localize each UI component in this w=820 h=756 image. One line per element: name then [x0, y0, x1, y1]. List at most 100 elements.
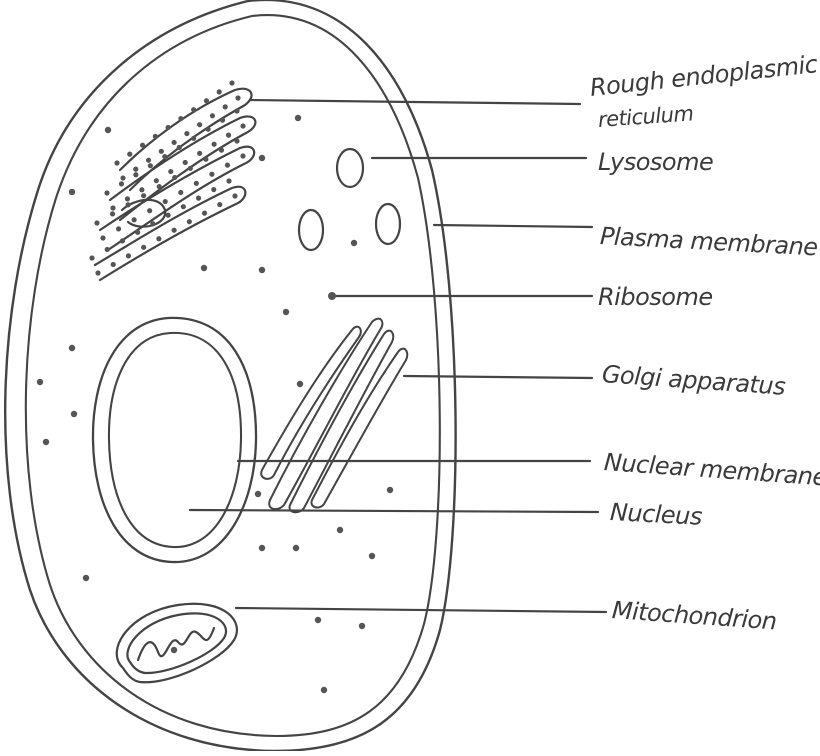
er-ribosome-dot	[133, 167, 138, 172]
er-ribosome-dot	[111, 262, 116, 267]
ribosome-dot	[369, 553, 375, 559]
ribosome-dot	[321, 687, 327, 693]
er-ribosome-dot	[178, 190, 183, 195]
ribosome-dot	[171, 647, 177, 653]
er-ribosome-dot	[153, 134, 158, 139]
er-ribosome-dot	[178, 116, 183, 121]
ribosome-dot	[297, 381, 303, 387]
ribosome-dot	[359, 623, 365, 629]
ribosome-dot	[387, 487, 393, 493]
er-ribosome-dot	[147, 208, 152, 213]
er-ribosome-dot	[95, 270, 100, 275]
er-ribosome-dot	[184, 131, 189, 136]
er-ribosome-dot	[217, 89, 222, 94]
ribosome-dot	[283, 309, 289, 315]
er-ribosome-dot	[197, 151, 202, 156]
er-ribosome-dot	[139, 187, 144, 192]
line-golgi	[404, 376, 592, 378]
ribosome-dot	[83, 575, 89, 581]
er-ribosome-dot	[100, 235, 105, 240]
er-ribosome-dot	[202, 211, 207, 216]
er-ribosome-dot	[211, 187, 216, 192]
ribosome-dot	[43, 439, 49, 445]
ribosome-dot	[259, 267, 265, 273]
ribosome-dot	[259, 545, 265, 551]
label-lysosome: Lysosome	[598, 150, 713, 174]
ribosome-pointer-dot	[328, 292, 336, 300]
er-ribosome-dot	[206, 127, 211, 132]
er-ribosome-dot	[209, 172, 214, 177]
er-ribosome-dot	[229, 80, 234, 85]
er-ribosome-dot	[141, 193, 146, 198]
er-ribosome-dot	[110, 205, 115, 210]
er-ribosome-dot	[89, 255, 94, 260]
er-ribosome-dot	[127, 152, 132, 157]
label-ribosome: Ribosome	[598, 285, 713, 309]
er-ribosome-dot	[240, 123, 245, 128]
mitochondrion	[117, 604, 237, 682]
nuclear-membrane-outer	[93, 318, 256, 562]
lysosome-1	[337, 149, 363, 187]
er-ribosome-dot	[162, 154, 167, 159]
golgi-apparatus	[261, 319, 407, 513]
er-ribosome-dot	[212, 142, 217, 147]
label-nucleus: Nucleus	[609, 500, 702, 529]
lysosome-2	[299, 210, 323, 250]
er-ribosome-dot	[126, 253, 131, 258]
ribosome-dot	[105, 127, 111, 133]
er-ribosome-dot	[119, 181, 124, 186]
ribosome-dot	[255, 491, 261, 497]
ribosome-dot	[201, 265, 207, 271]
ribosome-dot	[315, 617, 321, 623]
ribosome-dot	[351, 240, 357, 246]
er-ribosome-dot	[204, 98, 209, 103]
er-ribosome-dot	[197, 122, 202, 127]
er-ribosome-dot	[120, 238, 125, 243]
er-ribosome-dot	[226, 133, 231, 138]
er-ribosome-dot	[133, 172, 138, 177]
er-ribosome-dot	[177, 145, 182, 150]
line-nucleus	[190, 510, 598, 512]
er-ribosome-dot	[159, 149, 164, 154]
er-ribosome-dot	[191, 107, 196, 112]
lysosome-3	[376, 204, 400, 244]
er-ribosome-dot	[219, 148, 224, 153]
er-ribosome-dot	[150, 221, 155, 226]
er-ribosome-dot	[172, 228, 177, 233]
er-ribosome-dot	[94, 220, 99, 225]
ribosome-dot	[71, 411, 77, 417]
er-ribosome-dot	[116, 226, 121, 231]
plasma-membrane-inner	[26, 15, 440, 736]
er-ribosome-dot	[223, 104, 228, 109]
er-ribosome-dot	[226, 178, 231, 183]
er-ribosome-dot	[120, 175, 125, 180]
ribosome-dot	[37, 379, 43, 385]
er-ribosome-dot	[154, 178, 159, 183]
er-ribosome-dot	[217, 202, 222, 207]
er-ribosome-dot	[235, 95, 240, 100]
er-ribosome-dot	[105, 247, 110, 252]
ribosome-dot	[69, 345, 75, 351]
er-ribosome-dot	[234, 108, 239, 113]
er-ribosome-dot	[148, 163, 153, 168]
er-ribosome-dot	[140, 143, 145, 148]
er-ribosome-dot	[166, 213, 171, 218]
er-ribosome-dot	[181, 204, 186, 209]
er-ribosome-dot	[172, 175, 177, 180]
er-ribosome-dot	[172, 140, 177, 145]
er-ribosome-dot	[132, 217, 137, 222]
ribosome-dot	[295, 115, 301, 121]
er-ribosome-dot	[234, 138, 239, 143]
er-ribosome-dot	[188, 166, 193, 171]
ribosome-dot	[293, 545, 299, 551]
er-ribosome-dot	[114, 160, 119, 165]
ribosome-dot	[337, 527, 343, 533]
er-ribosome-dot	[220, 118, 225, 123]
er-ribosome-dot	[157, 184, 162, 189]
er-ribosome-dot	[196, 196, 201, 201]
er-ribosome-dot	[210, 113, 215, 118]
er-ribosome-dot	[125, 196, 130, 201]
er-ribosome-dot	[166, 125, 171, 130]
ribosome-dot	[259, 155, 265, 161]
